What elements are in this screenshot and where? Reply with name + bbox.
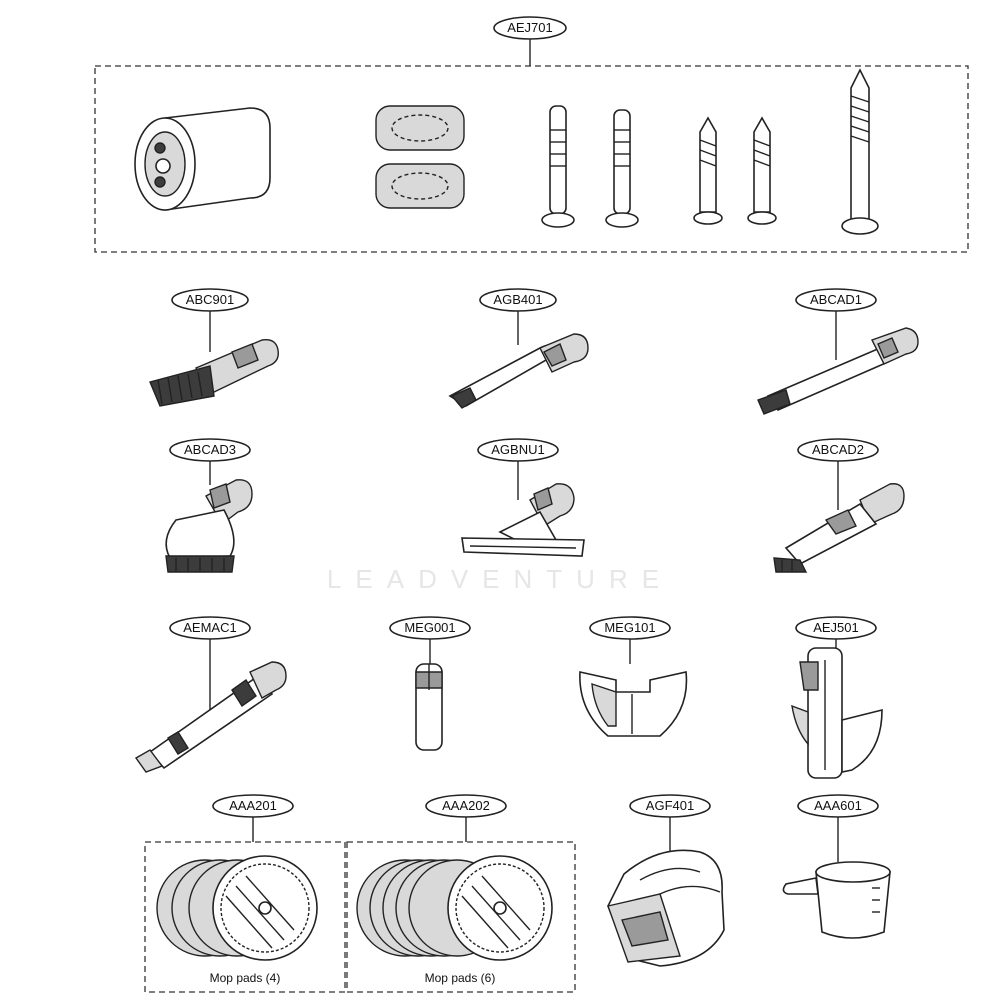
part-label-aaa601: AAA601 bbox=[797, 794, 879, 818]
caption-mop-pads-4: Mop pads (4) bbox=[210, 971, 281, 985]
part-label-agf401: AGF401 bbox=[629, 794, 711, 818]
part-label-agb401: AGB401 bbox=[479, 288, 557, 312]
part-code-meg101: MEG101 bbox=[604, 620, 655, 635]
part-label-aej501: AEJ501 bbox=[795, 616, 877, 640]
part-code-meg001: MEG001 bbox=[404, 620, 455, 635]
part-code-agf401: AGF401 bbox=[646, 798, 694, 813]
part-abc901: ABC901 bbox=[149, 288, 279, 407]
extension-adapter-illustration bbox=[134, 661, 287, 773]
cylinder-adapter-illustration bbox=[134, 107, 271, 211]
measuring-cup-illustration bbox=[782, 861, 891, 939]
part-code-agbnu1: AGBNU1 bbox=[491, 442, 544, 457]
aej701-kit-box bbox=[94, 65, 969, 253]
caption-mop-pads-6: Mop pads (6) bbox=[425, 971, 496, 985]
part-code-aemac1: AEMAC1 bbox=[183, 620, 236, 635]
part-label-abcad2: ABCAD2 bbox=[797, 438, 879, 462]
part-label-abcad1: ABCAD1 bbox=[795, 288, 877, 312]
part-label-abcad3: ABCAD3 bbox=[169, 438, 251, 462]
part-label-aej701: AEJ701 bbox=[493, 16, 567, 40]
part-meg101: MEG101 bbox=[579, 616, 688, 737]
part-aaa202: AAA202 Mop pads (6) bbox=[346, 794, 576, 993]
part-aej701: AEJ701 bbox=[94, 16, 969, 253]
part-code-aaa201: AAA201 bbox=[229, 798, 277, 813]
wall-mount-illustration bbox=[791, 647, 883, 779]
part-aaa601: AAA601 bbox=[782, 794, 891, 939]
aaa202-kit-box bbox=[346, 841, 576, 993]
long-crevice-tool-illustration bbox=[757, 327, 919, 415]
part-agbnu1: AGBNU1 bbox=[461, 438, 585, 557]
screws-illustration bbox=[541, 68, 879, 235]
felt-pads-illustration bbox=[375, 105, 465, 209]
part-code-abc901: ABC901 bbox=[186, 292, 234, 307]
part-label-aemac1: AEMAC1 bbox=[169, 616, 251, 640]
aaa201-kit-box bbox=[144, 841, 346, 993]
part-code-abcad3: ABCAD3 bbox=[184, 442, 236, 457]
part-label-aaa201: AAA201 bbox=[212, 794, 294, 818]
storage-bag-illustration bbox=[607, 849, 725, 967]
part-aemac1: AEMAC1 bbox=[134, 616, 287, 773]
part-abcad3: ABCAD3 bbox=[165, 438, 253, 573]
part-code-aaa202: AAA202 bbox=[442, 798, 490, 813]
part-label-meg101: MEG101 bbox=[589, 616, 671, 640]
accessory-clip-illustration bbox=[579, 671, 688, 737]
part-abcad1: ABCAD1 bbox=[757, 288, 919, 415]
part-abcad2: ABCAD2 bbox=[773, 438, 905, 573]
part-agb401: AGB401 bbox=[448, 288, 589, 409]
part-code-abcad1: ABCAD1 bbox=[810, 292, 862, 307]
crevice-tool-illustration bbox=[448, 333, 589, 409]
mop-pads-6-illustration bbox=[356, 855, 553, 961]
part-meg001: MEG001 bbox=[389, 616, 471, 751]
part-label-abc901: ABC901 bbox=[171, 288, 249, 312]
part-code-aej701: AEJ701 bbox=[507, 20, 553, 35]
part-label-meg001: MEG001 bbox=[389, 616, 471, 640]
part-code-aej501: AEJ501 bbox=[813, 620, 859, 635]
part-aej501: AEJ501 bbox=[791, 616, 883, 779]
upholstery-tool-illustration bbox=[461, 483, 585, 557]
part-code-abcad2: ABCAD2 bbox=[812, 442, 864, 457]
mini-turbo-brush-illustration bbox=[149, 339, 279, 407]
part-aaa201: AAA201 Mop pads (4) bbox=[144, 794, 346, 993]
mop-pads-4-illustration bbox=[156, 855, 318, 961]
dusting-brush-illustration bbox=[165, 479, 253, 573]
part-agf401: AGF401 bbox=[607, 794, 725, 967]
tube-holder-illustration bbox=[415, 663, 443, 751]
part-label-agbnu1: AGBNU1 bbox=[477, 438, 559, 462]
part-label-aaa202: AAA202 bbox=[425, 794, 507, 818]
watermark-text: LEADVENTURE bbox=[327, 564, 673, 594]
part-code-agb401: AGB401 bbox=[493, 292, 542, 307]
combination-brush-illustration bbox=[773, 483, 905, 573]
part-code-aaa601: AAA601 bbox=[814, 798, 862, 813]
